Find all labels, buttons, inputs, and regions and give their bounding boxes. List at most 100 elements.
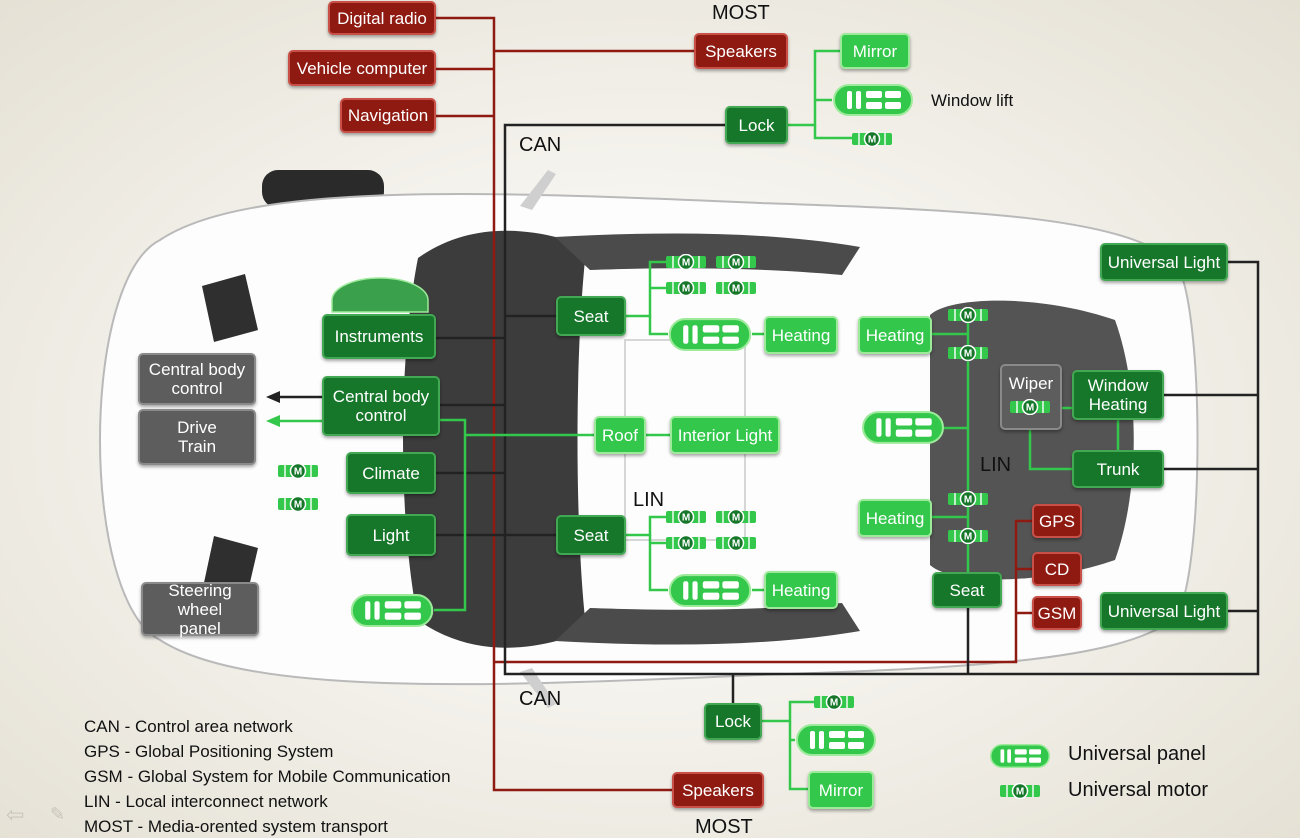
universal-motor-icon: M <box>716 253 756 271</box>
legend-universal-motor-label: Universal motor <box>1068 779 1209 801</box>
window-heating-unit[interactable]: Window Heating <box>1072 370 1164 420</box>
heating-rear-top-unit[interactable]: Heating <box>858 316 932 354</box>
steering-wheel-panel[interactable]: Steering wheel panel <box>141 581 259 638</box>
svg-text:M: M <box>1016 787 1024 798</box>
svg-text:M: M <box>294 500 302 511</box>
lin-bus <box>266 49 1120 791</box>
gauge-cluster-icon <box>331 277 429 313</box>
vehicle-computer-unit[interactable]: Vehicle computer <box>288 50 436 86</box>
universal-panel-icon <box>668 318 752 351</box>
abbreviation-legend: CAN - Control area network GPS - Global … <box>84 714 451 838</box>
seat-front-top-unit[interactable]: Seat <box>556 296 626 336</box>
instruments-unit[interactable]: Instruments <box>322 314 436 359</box>
heating-rear-bottom-unit[interactable]: Heating <box>858 499 932 537</box>
universal-motor-icon: M <box>278 495 318 513</box>
universal-panel-icon <box>668 574 752 607</box>
light-unit[interactable]: Light <box>346 514 436 556</box>
svg-text:M: M <box>732 258 740 269</box>
legend-can: CAN - Control area network <box>84 717 293 736</box>
can-bus-label-top: CAN <box>519 134 562 156</box>
window-lift-label: Window lift <box>931 91 1014 110</box>
roof-unit[interactable]: Roof <box>594 416 646 454</box>
most-bus-label-top: MOST <box>712 2 770 24</box>
universal-motor-icon: M <box>278 462 318 480</box>
universal-motor-icon: M <box>852 130 892 148</box>
climate-unit[interactable]: Climate <box>346 452 436 494</box>
seat-rear-unit[interactable]: Seat <box>932 572 1002 608</box>
universal-motor-icon: M <box>948 344 988 362</box>
svg-text:M: M <box>964 349 972 360</box>
gps-unit[interactable]: GPS <box>1032 504 1082 538</box>
most-bus <box>436 16 1032 792</box>
speakers-top-unit[interactable]: Speakers <box>694 33 788 69</box>
external-drive-train[interactable]: Drive Train <box>138 409 256 465</box>
svg-text:M: M <box>868 135 876 146</box>
pen-icon[interactable]: ✎ <box>50 804 66 824</box>
legend-gps: GPS - Global Positioning System <box>84 742 334 761</box>
seat-front-bottom-unit[interactable]: Seat <box>556 515 626 555</box>
svg-text:M: M <box>682 513 690 524</box>
digital-radio-unit[interactable]: Digital radio <box>328 1 436 35</box>
lock-top-unit[interactable]: Lock <box>725 106 788 144</box>
svg-text:M: M <box>1026 403 1034 414</box>
lock-bottom-unit[interactable]: Lock <box>704 703 762 740</box>
universal-light-bottom-unit[interactable]: Universal Light <box>1100 592 1228 630</box>
legend-lin: LIN - Local interconnect network <box>84 792 328 811</box>
svg-text:M: M <box>682 284 690 295</box>
heating-front-top-unit[interactable]: Heating <box>764 316 838 354</box>
left-side-window <box>555 233 860 275</box>
navigation-unit[interactable]: Navigation <box>340 98 436 133</box>
universal-panel-icon <box>862 411 944 444</box>
left-vent <box>202 274 258 342</box>
external-central-body-control[interactable]: Central body control <box>138 353 256 405</box>
svg-text:M: M <box>682 258 690 269</box>
universal-motor-icon: M <box>1010 398 1050 416</box>
universal-motor-icon: M <box>948 306 988 324</box>
legend-most: MOST - Media-orented system transport <box>84 817 388 836</box>
svg-text:M: M <box>964 311 972 322</box>
svg-text:M: M <box>830 698 838 709</box>
universal-motor-icon: M <box>666 508 706 526</box>
universal-motor-icon: M <box>1000 782 1040 800</box>
right-side-window <box>555 603 860 645</box>
universal-panel-icon <box>832 84 914 116</box>
universal-motor-icon: M <box>948 490 988 508</box>
svg-text:M: M <box>964 532 972 543</box>
legend-gsm: GSM - Global System for Mobile Communica… <box>84 767 451 786</box>
gsm-unit[interactable]: GSM <box>1032 596 1082 630</box>
universal-light-top-unit[interactable]: Universal Light <box>1100 243 1228 281</box>
universal-motor-icon: M <box>716 508 756 526</box>
can-bus-label-bottom: CAN <box>519 688 562 710</box>
mirror-bottom-unit[interactable]: Mirror <box>808 771 874 809</box>
central-body-control-unit[interactable]: Central body control <box>322 376 440 436</box>
universal-panel-icon <box>795 724 877 756</box>
svg-text:M: M <box>732 539 740 550</box>
universal-motor-icon: M <box>666 279 706 297</box>
svg-text:M: M <box>682 539 690 550</box>
lin-bus-label-rear: LIN <box>980 454 1012 476</box>
speakers-bottom-unit[interactable]: Speakers <box>672 772 764 808</box>
universal-motor-icon: M <box>948 527 988 545</box>
universal-motor-icon: M <box>666 253 706 271</box>
svg-text:M: M <box>732 284 740 295</box>
right-mirror <box>520 668 556 708</box>
svg-text:M: M <box>964 495 972 506</box>
lin-bus-label-mid: LIN <box>633 489 665 511</box>
back-arrow-icon[interactable]: ⇦ <box>6 802 25 827</box>
heating-front-bottom-unit[interactable]: Heating <box>764 571 838 609</box>
legend-universal-panel-label: Universal panel <box>1068 743 1206 765</box>
wiper-unit[interactable]: Wiper <box>1000 364 1062 430</box>
universal-motor-icon: M <box>716 279 756 297</box>
cd-unit[interactable]: CD <box>1032 552 1082 586</box>
interior-light-unit[interactable]: Interior Light <box>670 416 780 454</box>
universal-panel-icon <box>990 744 1050 768</box>
most-bus-label-bottom: MOST <box>695 816 753 838</box>
svg-text:M: M <box>732 513 740 524</box>
universal-panel-icon <box>350 594 434 627</box>
mirror-top-unit[interactable]: Mirror <box>840 33 910 69</box>
universal-motor-icon: M <box>814 693 854 711</box>
universal-motor-icon: M <box>666 534 706 552</box>
svg-text:M: M <box>294 467 302 478</box>
trunk-unit[interactable]: Trunk <box>1072 450 1164 488</box>
